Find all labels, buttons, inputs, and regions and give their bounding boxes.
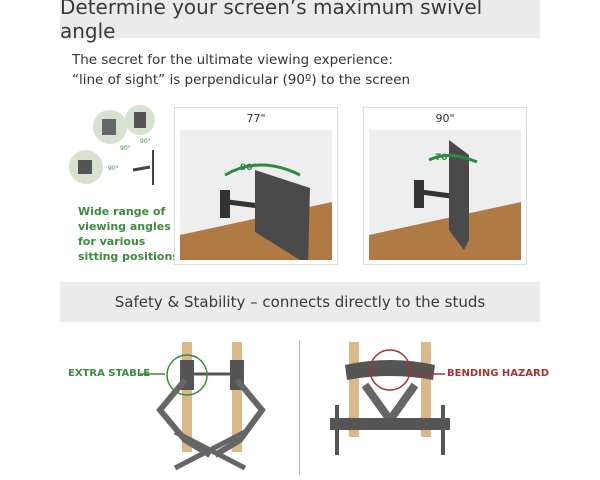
safety-banner: Safety & Stability – connects directly t… [60, 282, 540, 322]
viewing-positions-illustration: 90° 90° 90° [69, 105, 155, 185]
page-title: Determine your screen’s maximum swivel a… [60, 0, 483, 43]
caption-line: for various [78, 235, 146, 248]
swivel-angle-label: 90° [240, 163, 257, 173]
intro-line-1: The secret for the ultimate viewing expe… [72, 52, 393, 68]
caption-line: viewing angles [78, 220, 171, 233]
panel-90-inch: 90" 70° [363, 107, 527, 265]
caption-line: Wide range of [78, 205, 166, 218]
tv-swivel-70-image: 70° [369, 130, 521, 260]
caption-line: sitting positions [78, 250, 179, 263]
bending-hazard-label: BENDING HAZARD [447, 368, 550, 379]
angle-label: 90° [140, 138, 151, 145]
panel-77-inch: 77" 90° [174, 107, 338, 265]
stable-mount-illustration [140, 342, 266, 471]
angle-label: 90° [108, 165, 119, 172]
intro-line-2: “line of sight” is perpendicular (90º) t… [72, 72, 411, 88]
viewing-angles-caption: Wide range of viewing angles for various… [78, 204, 179, 264]
header-banner: Determine your screen’s maximum swivel a… [60, 0, 540, 43]
hazard-mount-illustration [330, 342, 450, 455]
panel-size-label: 77" [246, 112, 266, 125]
swivel-angle-label: 70° [435, 153, 452, 163]
panel-size-label: 90" [435, 112, 455, 125]
tv-swivel-90-image: 90° [180, 130, 332, 260]
safety-title: Safety & Stability – connects directly t… [114, 293, 486, 311]
angle-label: 90° [120, 145, 131, 152]
divider [299, 340, 300, 475]
extra-stable-label: EXTRA STABLE [68, 368, 151, 379]
